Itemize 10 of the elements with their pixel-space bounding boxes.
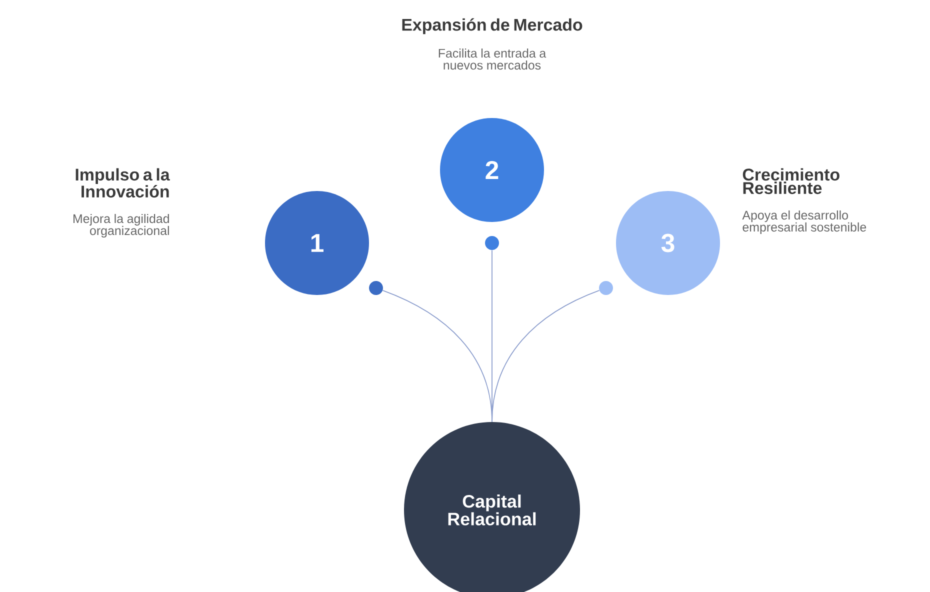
dot: [485, 236, 499, 250]
connector: [492, 290, 600, 422]
heading: Crecimiento Resiliente: [742, 168, 840, 194]
dot: [369, 281, 383, 295]
description: Mejora la agilidad organizacional: [74, 214, 169, 238]
dot: [599, 281, 613, 295]
heading: Impulso a la Innovación: [76, 168, 170, 198]
heading: Expansión de Mercado: [402, 18, 582, 34]
description: Apoya el desarrollo empresarial sostenible: [742, 210, 866, 234]
description: Facilita la entrada a nuevos mercados: [438, 48, 546, 70]
